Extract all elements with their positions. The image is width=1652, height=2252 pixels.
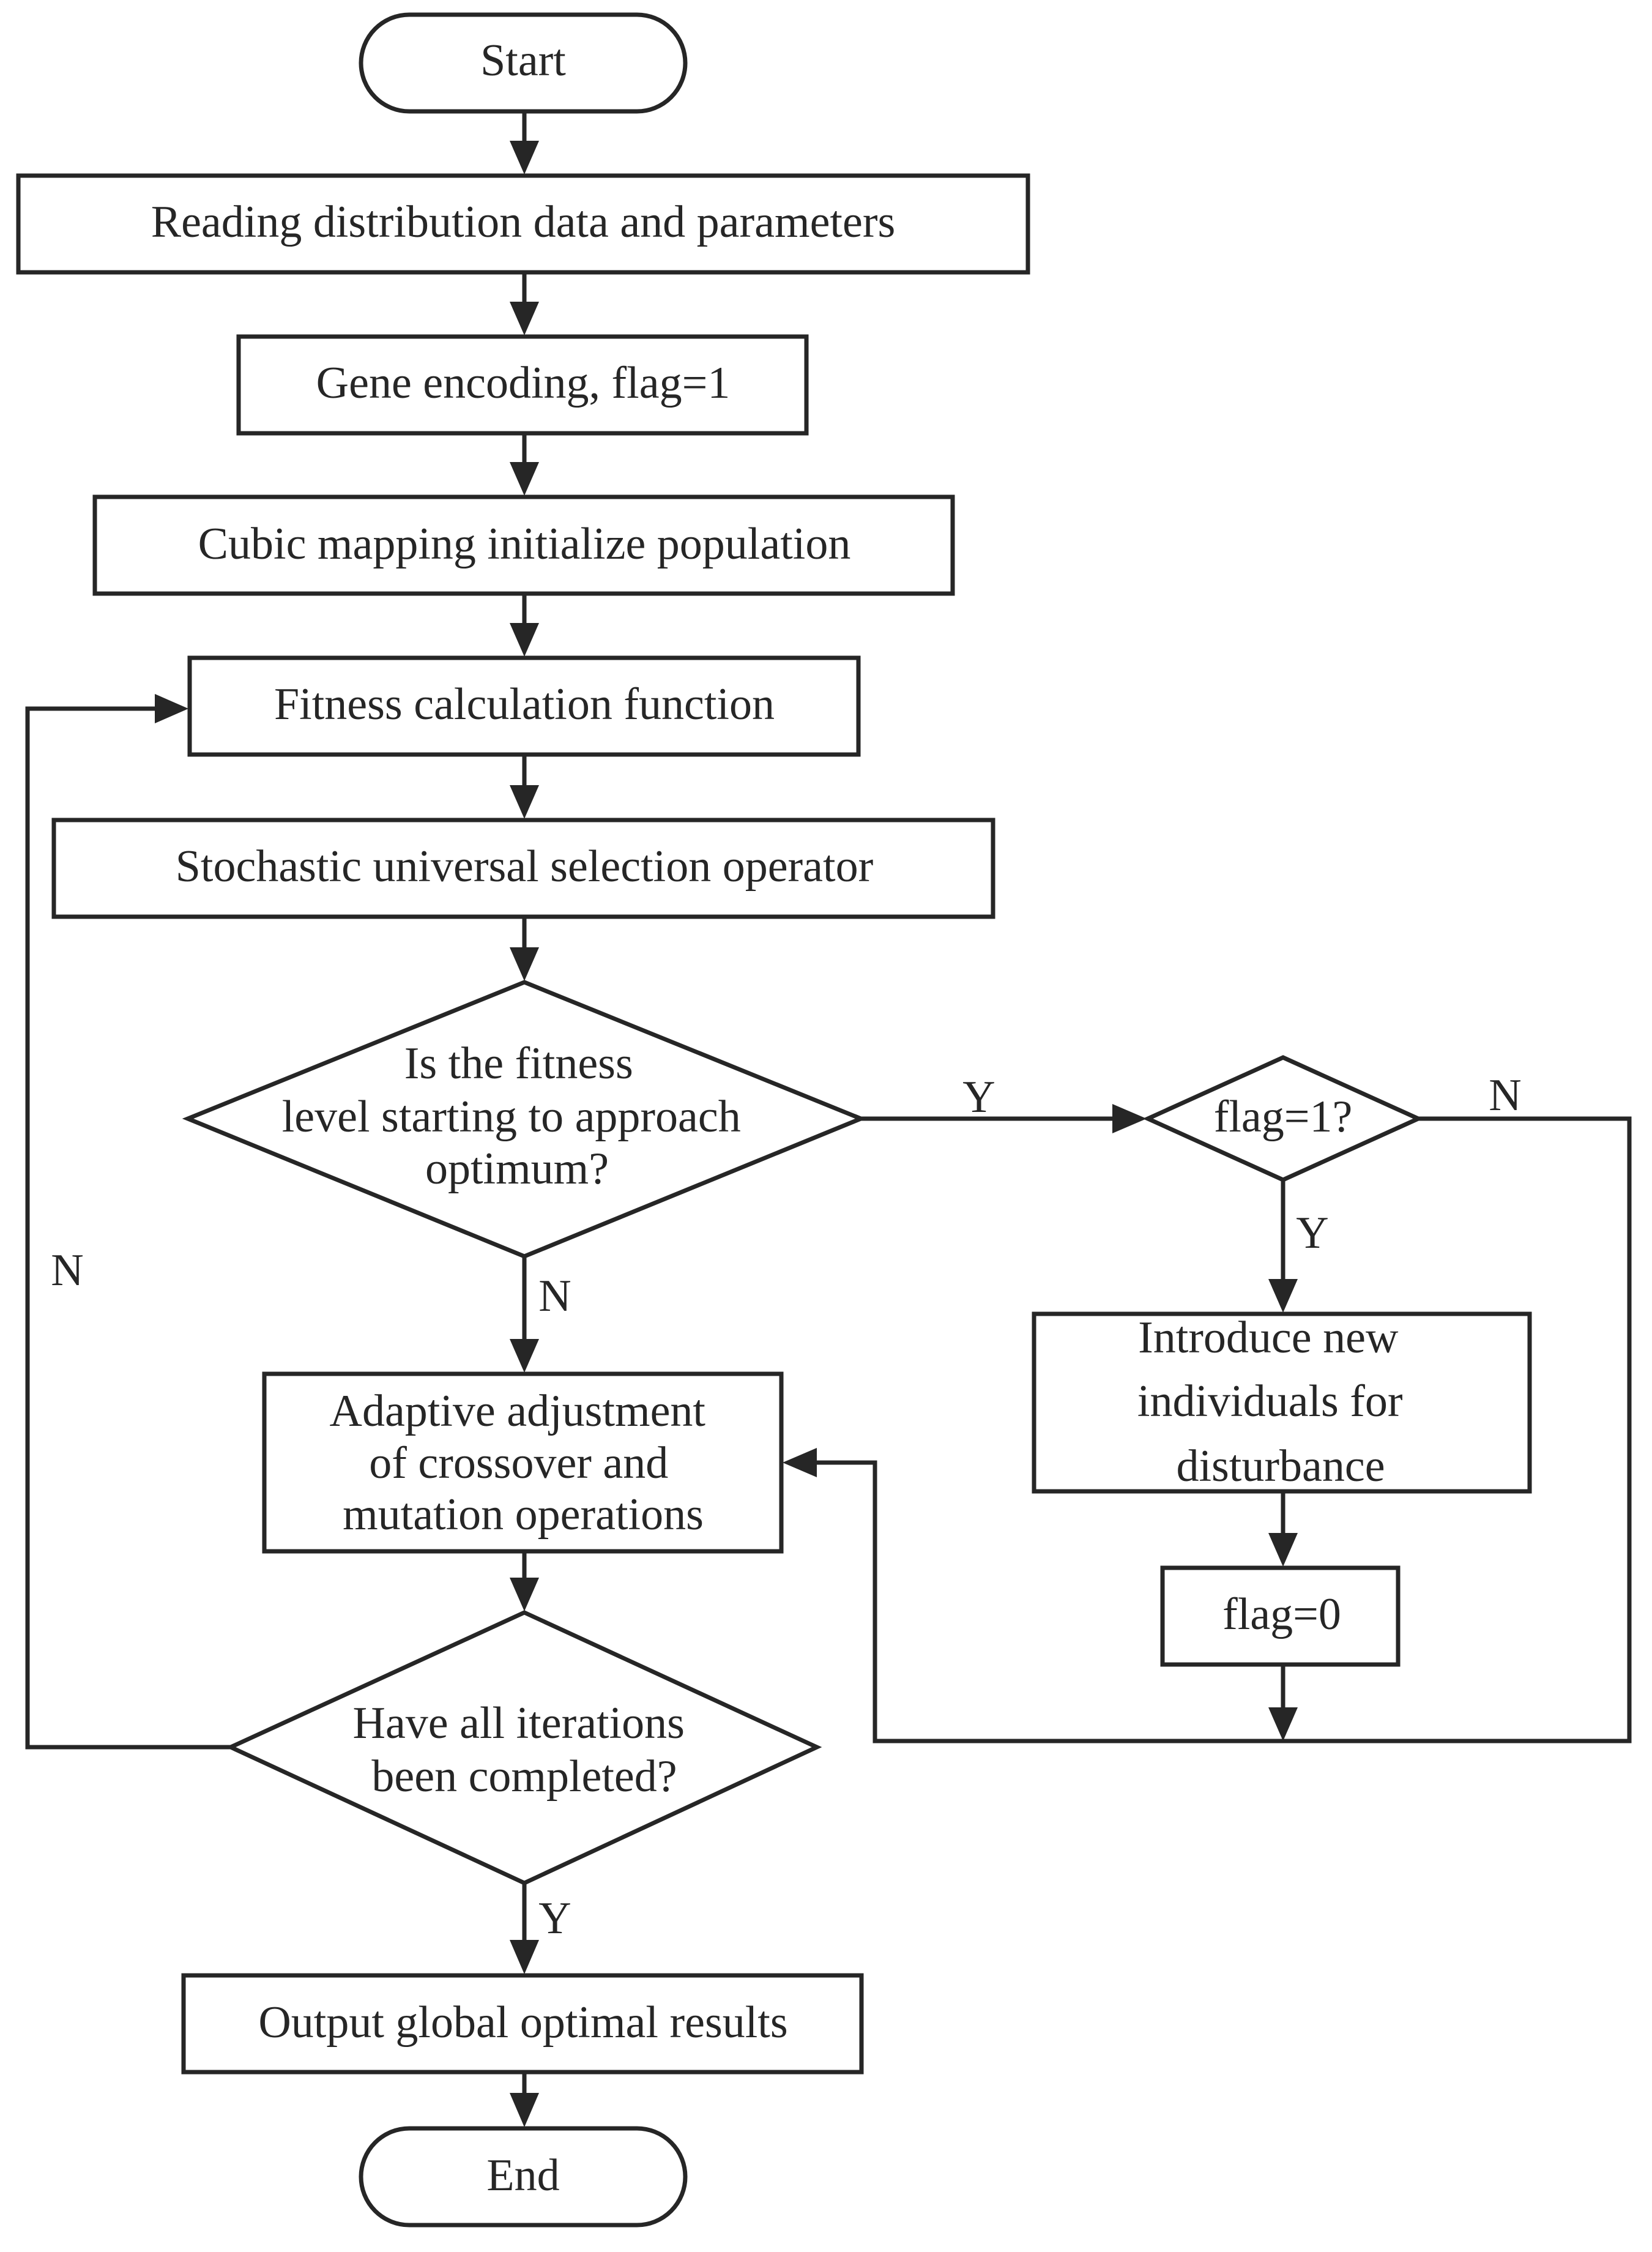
arrowhead (1268, 1279, 1298, 1313)
arrowhead (155, 694, 188, 723)
edge-flag-no-loop (817, 1116, 1632, 1743)
arrowhead (510, 302, 539, 335)
node-start: Start (359, 12, 688, 114)
output-box (181, 1973, 864, 2075)
arrowhead (510, 141, 539, 174)
label-fitness-yes: Y (962, 1072, 995, 1122)
label-flag-no: N (1489, 1070, 1521, 1120)
node-fitness-check: Is the fitness level starting to approac… (182, 980, 867, 1259)
node-flag-zero: flag=0 (1160, 1565, 1401, 1667)
arrowhead (510, 947, 539, 981)
arrowhead (510, 462, 539, 496)
arrowhead (510, 1339, 539, 1373)
node-output: Output global optimal results (181, 1973, 864, 2075)
node-fitness-calc: Fitness calculation function (187, 655, 861, 757)
cubic-mapping-label: Cubic mapping initialize population (198, 519, 851, 569)
node-iterations-check: Have all iterations been completed? (225, 1610, 822, 1885)
edge-iterations-no-loop (25, 706, 231, 1750)
node-end: End (359, 2126, 688, 2228)
node-selection: Stochastic universal selection operator (51, 818, 995, 919)
arrowhead (1268, 1533, 1298, 1567)
read-data-box (16, 173, 1030, 275)
node-cubic-mapping: Cubic mapping initialize population (92, 494, 955, 596)
flag-zero-label: flag=0 (1222, 1589, 1341, 1639)
flag-check-label: flag=1? (1214, 1092, 1353, 1142)
output-label: Output global optimal results (258, 1997, 787, 2048)
gene-encoding-label: Gene encoding, flag=1 (316, 358, 731, 408)
adaptive-adjust-box (262, 1371, 784, 1554)
adaptive-adjust-label: Adaptive adjustment of crossover and mut… (330, 1386, 717, 1540)
arrowhead (510, 1940, 539, 1974)
arrowhead (1112, 1104, 1147, 1133)
arrowhead (510, 623, 539, 657)
introduce-new-label: Introduce new individuals for disturbanc… (1137, 1313, 1414, 1491)
node-introduce-new: Introduce new individuals for disturbanc… (1032, 1311, 1532, 1494)
arrowhead (510, 785, 539, 819)
arrowhead (510, 2093, 539, 2127)
flag-zero-box (1160, 1565, 1401, 1667)
label-flag-yes: Y (1296, 1208, 1328, 1258)
connectors (25, 111, 1632, 2127)
edge-labels: Y N N Y N Y (51, 1070, 1521, 1944)
node-read-data: Reading distribution data and parameters (16, 173, 1030, 275)
end-terminal (359, 2126, 688, 2228)
node-adaptive-adjust: Adaptive adjustment of crossover and mut… (262, 1371, 784, 1554)
gene-encoding-box (236, 334, 809, 436)
fitness-check-label: Is the fitness level starting to approac… (282, 1038, 753, 1194)
label-iterations-no: N (51, 1245, 83, 1296)
iterations-check-label: Have all iterations been completed? (353, 1698, 696, 1802)
label-fitness-no: N (538, 1271, 571, 1321)
node-gene-encoding: Gene encoding, flag=1 (236, 334, 809, 436)
start-label: Start (480, 35, 566, 86)
label-iterations-yes: Y (538, 1893, 571, 1944)
arrowhead (1268, 1707, 1298, 1741)
fitness-calc-label: Fitness calculation function (274, 679, 775, 729)
end-label: End (486, 2150, 559, 2201)
node-flag-check: flag=1? (1142, 1055, 1424, 1182)
arrowhead (510, 1578, 539, 1611)
read-data-label: Reading distribution data and parameters (151, 197, 896, 247)
cubic-mapping-box (92, 494, 955, 596)
introduce-new-box (1032, 1311, 1532, 1494)
selection-label: Stochastic universal selection operator (176, 841, 873, 892)
arrowhead (783, 1448, 817, 1477)
